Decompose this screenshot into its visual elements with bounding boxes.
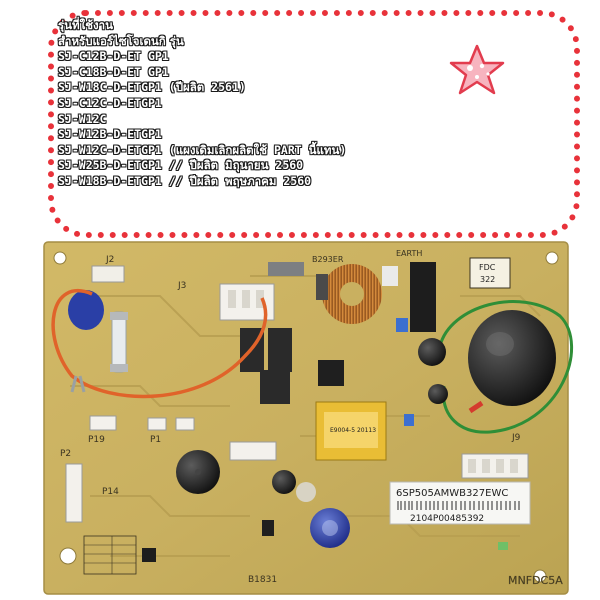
orange-wire [51,289,268,399]
capacitor [382,266,398,286]
silk-p19: P19 [88,435,105,445]
silk-j3: J3 [177,281,186,291]
led [498,542,508,550]
capacitor [428,384,448,404]
silk-code-top: B293ER [312,255,344,264]
info-panel [48,10,580,238]
relay [268,328,292,372]
fuse [110,311,128,373]
wire-terminal-red [468,400,484,414]
transistor [262,520,274,536]
fdc-label-number: 322 [480,275,495,284]
capacitor [296,482,316,502]
capacitor [396,318,408,332]
fdc-label-text: FDC [479,263,496,272]
silk-j9: J9 [511,433,521,443]
fdc-label: FDC 322 [469,257,511,289]
star-icon [449,44,505,95]
model-table [83,535,137,575]
transformer-label: E9004-5 20113 [330,427,376,434]
part-sticker: 6SP505AMWB327EWC 2104P00485392 [389,481,531,525]
model-item: SJ-W18C-D-ETGP1 (ปีผลิต 2561) [58,80,246,95]
ic-chip [318,360,344,386]
relay [260,370,290,404]
connector-power [219,283,275,321]
connector [175,417,195,431]
connector-p2 [65,463,83,523]
toroid-inductor [322,264,382,324]
power-module [410,262,436,332]
resistor-block [268,262,304,276]
pcb-board-photo: J2 J3 B293ER EARTH P19 P1 P2 P14 J9 B183… [43,241,574,595]
models-heading: รุ่นที่ใช้งาน [58,18,113,32]
silk-board-name: MNFDC5A [508,574,563,587]
model-item: SJ-C12B-D-ET GP1 [58,49,169,64]
wire-terminal [70,375,86,393]
silk-bottom-code: B1831 [248,575,277,585]
buzzer-hole [195,469,201,475]
connector [229,441,277,461]
silk-p1: P1 [150,435,161,445]
green-wire [438,300,574,434]
sticker-serial: 2104P00485392 [410,514,484,524]
capacitor-top [322,520,338,536]
model-item: SJ-W12C-D-ETGP1 (แผงเดิมเลิกผลิตใช้ PART… [58,142,347,157]
models-subheading: สำหรับแอร์ไซโจเดนกิ รุ่น [58,33,184,48]
silk-p2: P2 [60,449,71,459]
model-item: SJ-W12B-D-ETGP1 [58,127,162,142]
silk-p14: P14 [102,487,119,497]
barcode-icon [397,501,520,510]
model-item: SJ-W18B-D-ETGP1 // ปีผลิต พฤษภาคม 2560 [58,173,312,188]
pcb [43,241,569,595]
transformer: E9004-5 20113 [315,401,387,461]
silk-j2: J2 [105,255,114,265]
model-item: SJ-W12C [58,111,107,126]
capacitor [418,338,446,366]
resistor [316,274,328,300]
fan-capacitor [468,310,556,406]
compatible-models-text: รุ่นที่ใช้งาน สำหรับแอร์ไซโจเดนกิ รุ่น S… [58,18,458,190]
sticker-part-number: 6SP505AMWB327EWC [396,488,508,499]
silk-earth: EARTH [396,249,422,258]
varistor [68,290,104,330]
capacitor [272,470,296,494]
connector-j9 [461,453,529,479]
capacitor [404,414,414,426]
model-item: SJ-C18B-D-ET GP1 [58,64,169,79]
connector-p19 [89,415,117,431]
model-item: SJ-W25B-D-ETGP1 // ปีผลิต มิถุนายน 2560 [58,158,304,173]
connector-p1 [147,417,167,431]
connector-j2 [91,265,125,283]
jumper [142,548,156,562]
model-item: SJ-C12C-D-ETGP1 [58,95,162,110]
